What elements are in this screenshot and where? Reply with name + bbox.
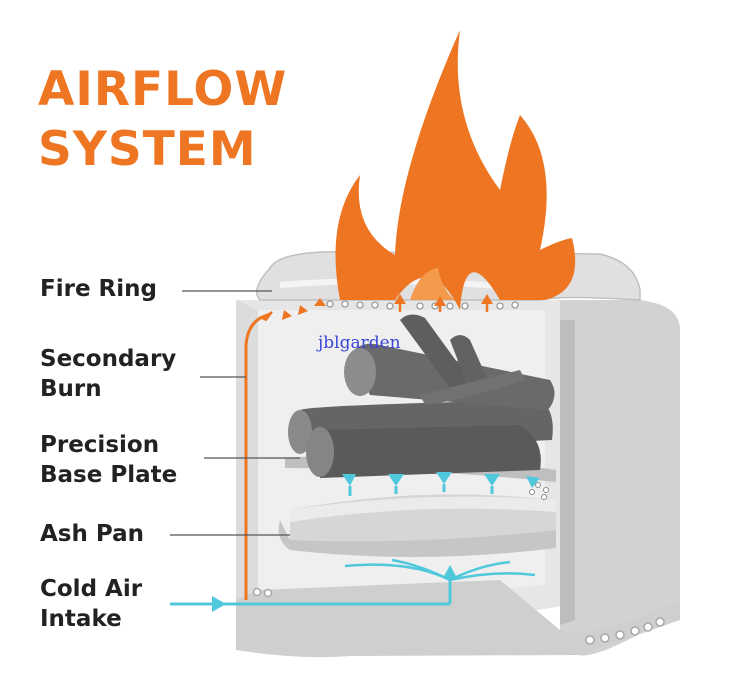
label-base-plate-2: Base Plate xyxy=(40,462,178,488)
label-air-intake-1: Cold Air xyxy=(40,576,143,602)
title-line-2: SYSTEM xyxy=(38,122,257,177)
secondary-burn-holes xyxy=(326,300,519,310)
cold-air-airflow xyxy=(170,472,540,612)
flames-icon xyxy=(335,30,576,310)
ash-pan xyxy=(278,494,556,558)
secondary-burn-airflow xyxy=(244,294,493,600)
label-secondary-burn-1: Secondary xyxy=(40,346,177,372)
label-secondary-burn-2: Burn xyxy=(40,376,102,402)
title-line-1: AIRFLOW xyxy=(38,62,288,117)
label-air-intake-2: Intake xyxy=(40,606,122,632)
watermark: jblgarden xyxy=(318,333,401,353)
label-base-plate-1: Precision xyxy=(40,432,160,458)
leader-lines xyxy=(170,290,300,536)
label-ash-pan: Ash Pan xyxy=(40,521,145,547)
label-fire-ring: Fire Ring xyxy=(40,276,157,302)
wood-logs xyxy=(288,314,555,478)
